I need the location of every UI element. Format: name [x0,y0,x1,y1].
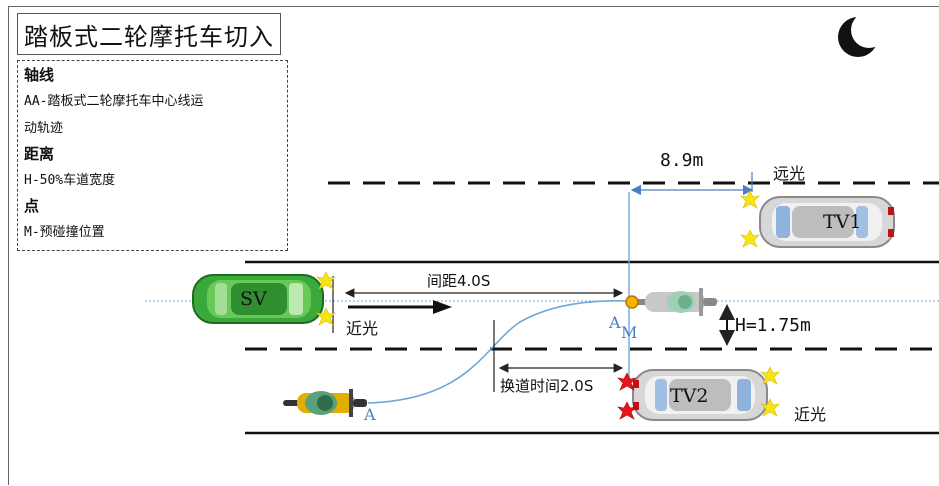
point-a-start-label: A [364,405,376,424]
legend-point-heading: 点 [24,197,40,215]
sv-label: SV [240,288,267,310]
tv2-label: TV2 [670,385,709,407]
low-beam-tv2-label: 近光 [794,405,827,424]
legend-point-text: M-预碰撞位置 [24,225,105,240]
high-beam-label: 远光 [773,164,806,183]
sv-car [192,274,324,324]
tv1-car [759,196,895,248]
moon-icon [838,12,887,57]
gap-label: 间距4.0S [427,272,491,290]
collision-point-m [625,295,639,309]
diagram-title: 踏板式二轮摩托车切入 [17,13,281,55]
motorcycle-collision [635,288,717,316]
tv1-label: TV1 [823,211,862,233]
tv2-car [632,369,768,421]
point-a-end-label: A [609,313,621,332]
lane-change-time-label: 换道时间2.0S [500,377,594,395]
motorcycle-trajectory [367,300,630,404]
legend-box: 轴线 AA-踏板式二轮摩托车中心线运 动轨迹 距离 H-50%车道宽度 点 M-… [17,60,288,251]
h-value-label: H=1.75m [735,315,811,336]
diagram-frame [8,6,939,485]
legend-axis-text-1: AA-踏板式二轮摩托车中心线运 [24,94,204,109]
distance-89-label: 8.9m [660,150,704,171]
legend-axis-text-2: 动轨迹 [24,121,64,136]
legend-distance-text: H-50%车道宽度 [24,173,116,188]
legend-axis-heading: 轴线 [24,66,55,84]
low-beam-sv-label: 近光 [346,319,379,338]
point-m-label: M [621,323,638,342]
motorcycle-start [283,389,367,417]
legend-distance-heading: 距离 [24,145,55,163]
